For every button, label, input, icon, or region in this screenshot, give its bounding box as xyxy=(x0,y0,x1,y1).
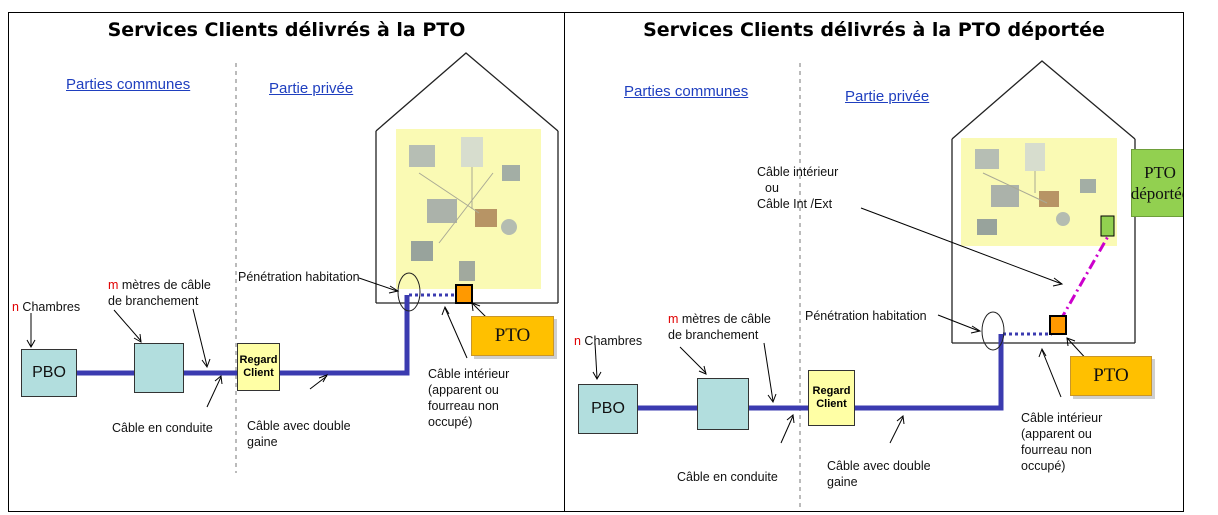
penetration-ellipse xyxy=(397,272,421,312)
zone-label-private: Partie privée xyxy=(845,88,930,105)
chambres-label: n Chambres xyxy=(574,334,643,348)
penetration-label: Pénétration habitation xyxy=(238,270,360,284)
house-roof xyxy=(951,60,1136,140)
pto-socket xyxy=(1049,315,1067,335)
penetration-label: Pénétration habitation xyxy=(805,309,927,323)
page-title: Services Clients délivrés à la PTO xyxy=(107,19,466,41)
house-roof xyxy=(375,52,559,132)
pto-deportee-socket xyxy=(1100,215,1115,237)
home-network-devices xyxy=(409,137,520,281)
label-arrows xyxy=(592,207,1091,444)
cable-conduite-label: Câble en conduite xyxy=(677,470,778,484)
pbo-box: PBO xyxy=(578,384,638,434)
panel-pto: Services Clients délivrés à la PTO Parti… xyxy=(8,12,565,512)
cable-conduite-label: Câble en conduite xyxy=(112,421,213,435)
chambres-label: n Chambres xyxy=(12,300,81,314)
panel-pto-deportee: Services Clients délivrés à la PTO dépor… xyxy=(564,12,1184,512)
chambre-box xyxy=(697,378,749,430)
pbo-box: PBO xyxy=(21,349,77,397)
pto-label: PTO xyxy=(1070,356,1152,396)
page-title: Services Clients délivrés à la PTO dépor… xyxy=(643,19,1105,41)
pto-socket xyxy=(455,284,473,304)
diagram-lines-left xyxy=(26,52,559,473)
deported-cable-dashdot xyxy=(1058,230,1113,322)
pto-label: PTO xyxy=(471,316,554,356)
penetration-ellipse xyxy=(981,311,1005,351)
label-arrows xyxy=(26,277,493,408)
chambre-box xyxy=(134,343,184,393)
zone-label-common: Parties communes xyxy=(66,76,191,93)
diagram-lines-right xyxy=(592,60,1136,511)
home-network-devices xyxy=(975,143,1096,235)
zone-label-common: Parties communes xyxy=(624,83,749,100)
zone-label-private: Partie privée xyxy=(269,80,354,97)
